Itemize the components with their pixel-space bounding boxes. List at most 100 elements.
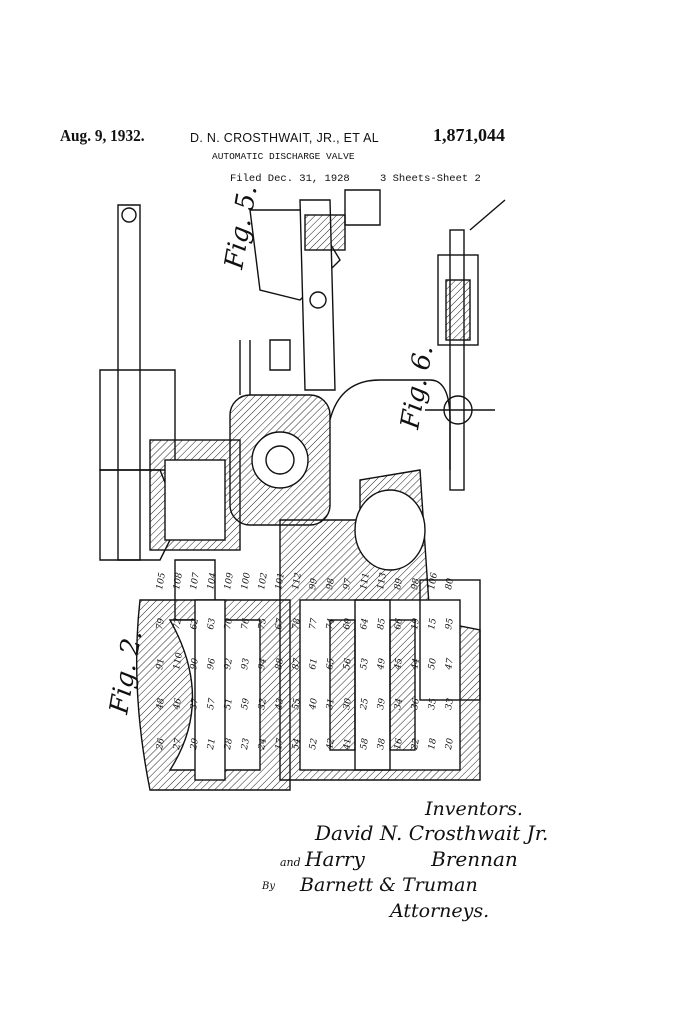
reference-numeral: 19 [410,617,422,630]
reference-numeral: 45 [393,657,405,671]
fig5-label: Fig. 5. [219,183,263,272]
reference-numeral: 22 [410,737,422,751]
reference-numeral: 67 [274,617,286,630]
reference-numeral: 104 [206,572,219,591]
reference-numeral: 29 [189,737,201,751]
patent-title: AUTOMATIC DISCHARGE VALVE [212,151,355,162]
reference-numeral: 43 [274,697,286,711]
reference-numeral: 46 [172,697,184,711]
reference-numeral: 54 [291,737,303,750]
reference-numeral: 108 [172,572,185,591]
reference-numeral: 102 [257,572,270,591]
reference-numeral: 70 [223,617,235,630]
reference-numeral: 105 [155,572,168,591]
reference-numeral: 17 [274,737,286,750]
reference-numeral: 31 [325,698,337,711]
reference-numeral: 98 [410,577,422,590]
reference-numeral: 94 [257,657,269,670]
fig6-drawing [425,199,506,491]
reference-numeral: 65 [325,657,337,670]
reference-numeral: 85 [376,617,388,630]
reference-numeral: 110 [172,652,185,671]
reference-numeral: 15 [427,617,439,630]
reference-numeral: 74 [325,617,337,630]
reference-numeral: 77 [308,617,320,630]
reference-numeral: 16 [393,737,405,750]
reference-numeral: 62 [189,617,201,630]
reference-numeral: 35 [427,697,439,710]
attorney-signature: Barnett & Truman [300,874,478,896]
reference-numeral: 52 [308,737,320,750]
reference-numeral: 28 [223,737,235,751]
inventors-label: Inventors. [425,798,523,820]
reference-numeral: 80 [444,577,456,590]
reference-numeral: 42 [325,737,337,751]
inventors-header: D. N. CROSTHWAIT, JR., ET AL [190,131,379,145]
reference-numeral: 21 [206,738,218,752]
reference-numeral: 59 [240,697,252,710]
patent-date: Aug. 9, 1932. [60,126,145,145]
reference-numeral: 23 [240,737,252,751]
reference-numeral: 90 [189,657,201,670]
reference-numeral: 32 [257,697,269,710]
reference-numeral: 41 [342,738,354,752]
reference-numeral: 95 [444,617,456,630]
reference-numeral: 107 [189,572,202,591]
reference-numeral: 64 [359,617,371,630]
inventor-1-signature: David N. Crosthwait Jr. [315,821,549,845]
reference-numeral: 33 [444,697,456,710]
attorneys-label: Attorneys. [390,900,490,922]
reference-numeral: 30 [342,697,354,710]
reference-numeral: 50 [427,657,439,670]
reference-numeral: 87 [291,657,303,670]
reference-numeral: 113 [376,572,389,591]
reference-numeral: 88 [274,657,286,670]
reference-numeral: 53 [359,657,371,670]
filed-date: Filed Dec. 31, 1928 [230,173,350,185]
reference-numeral: 40 [308,697,320,711]
reference-numeral: 66 [393,617,405,630]
reference-numeral: 89 [393,577,405,590]
reference-numeral: 48 [155,697,167,711]
patent-number: 1,871,044 [433,125,505,145]
reference-numeral: 106 [427,572,440,591]
reference-numeral: 58 [359,737,371,750]
reference-numeral: 75 [257,617,269,630]
reference-numeral: 61 [308,658,320,671]
inventor-2-signature: Harry Brennan [305,847,518,871]
reference-numeral: 27 [172,737,184,751]
reference-numeral: 38 [376,737,388,750]
reference-numeral: 72 [172,617,184,630]
reference-numeral: 57 [206,697,218,710]
and-text: and [280,856,301,869]
fig5-drawing [249,189,381,391]
reference-numeral: 63 [206,617,218,630]
reference-numeral: 92 [223,657,235,670]
reference-numeral: 99 [308,577,320,590]
reference-numeral: 101 [274,572,287,591]
reference-numeral: 44 [410,657,422,671]
reference-numeral: 91 [155,658,167,671]
reference-numeral: 109 [223,572,236,591]
reference-numeral: 26 [155,737,167,751]
reference-numeral: 55 [291,697,303,710]
reference-numeral: 34 [393,697,405,710]
reference-numeral: 39 [376,697,388,710]
reference-numeral: 78 [291,617,303,630]
reference-numeral: 76 [240,617,252,630]
reference-numeral: 37 [189,697,201,710]
reference-numeral: 47 [444,657,456,671]
reference-numeral: 98 [325,577,337,590]
reference-numeral: 49 [376,657,388,671]
reference-numeral: 60 [342,617,354,630]
reference-numeral: 96 [206,657,218,670]
reference-numeral: 97 [342,577,354,590]
reference-numeral: 79 [155,617,167,630]
by-text: By [262,881,275,892]
sheet-count: 3 Sheets-Sheet 2 [380,173,481,185]
reference-numeral: 51 [223,698,235,711]
reference-numeral: 111 [359,572,372,591]
reference-numeral: 93 [240,657,252,670]
